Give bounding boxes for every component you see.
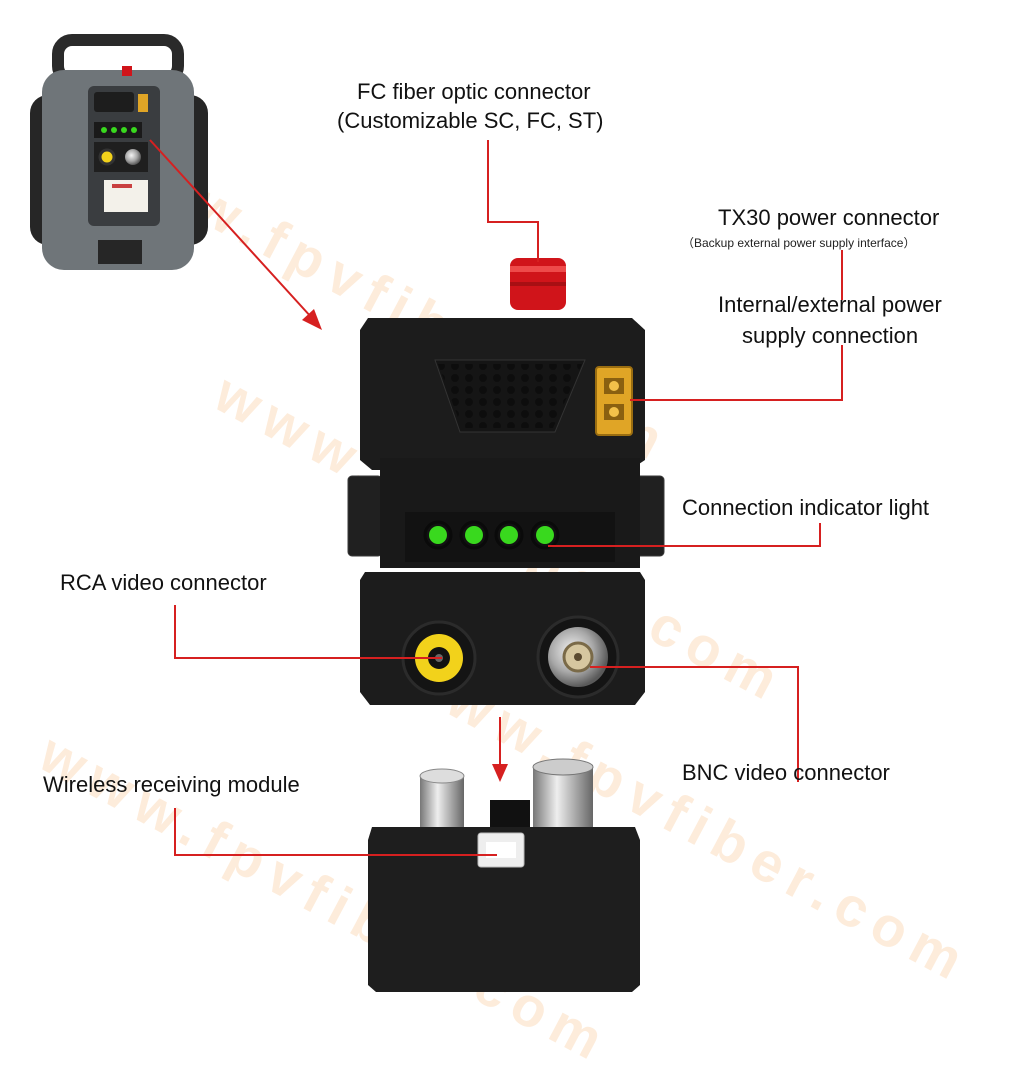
fc-connector-label-line2: (Customizable SC, FC, ST) — [337, 108, 604, 133]
power-label-line1: Internal/external power — [718, 292, 942, 317]
fiber-module-photo — [347, 258, 665, 705]
rca-label: RCA video connector — [60, 570, 267, 595]
fc-connector-label-line1: FC fiber optic connector — [357, 79, 591, 104]
tx30-note: （Backup external power supply interface） — [682, 236, 916, 250]
arrow-head-diagonal — [302, 309, 322, 330]
receiver-module-photo — [368, 758, 640, 992]
leader-lines — [149, 139, 843, 856]
indicator-light-label: Connection indicator light — [682, 495, 930, 520]
power-label-line2: supply connection — [742, 323, 919, 348]
tx30-label: TX30 power connector — [718, 205, 940, 230]
product-illustration — [30, 34, 843, 992]
remote-controller-photo — [30, 34, 208, 270]
arrow-head-down — [492, 764, 508, 782]
wireless-module-label: Wireless receiving module — [43, 772, 300, 797]
bnc-label: BNC video connector — [682, 760, 890, 785]
